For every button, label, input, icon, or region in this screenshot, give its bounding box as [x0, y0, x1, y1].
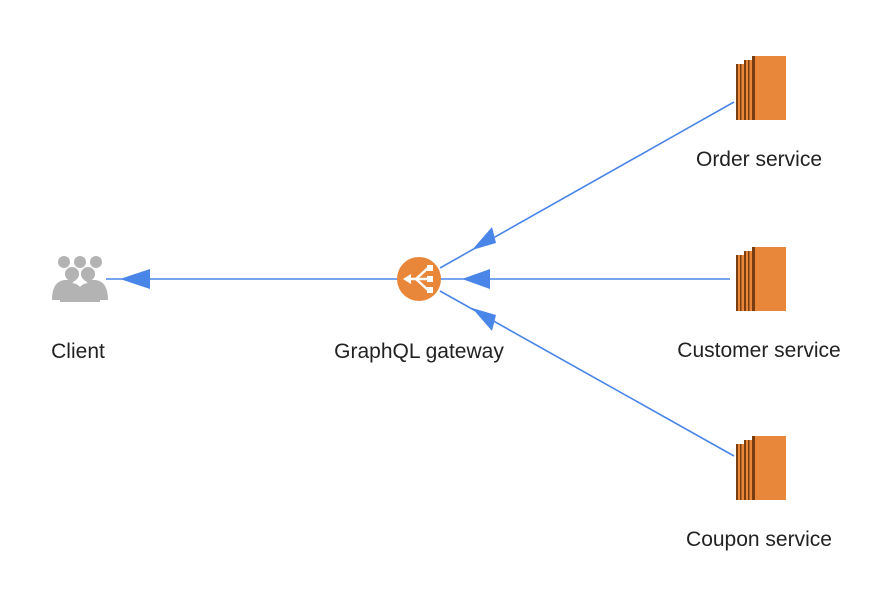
arrowhead-client: [120, 269, 150, 289]
server-instances-icon: [736, 436, 786, 500]
client-node[interactable]: Client: [51, 256, 108, 363]
arrowhead-order: [472, 227, 496, 250]
users-icon: [52, 256, 108, 302]
arrowhead-customer: [462, 269, 490, 289]
customer-service-label: Customer service: [677, 339, 840, 362]
order-service-node[interactable]: Order service: [696, 56, 822, 171]
gateway-label: GraphQL gateway: [334, 340, 504, 363]
load-balancer-icon: [397, 257, 441, 301]
customer-service-node[interactable]: Customer service: [677, 247, 841, 362]
coupon-service-label: Coupon service: [686, 528, 832, 551]
server-instances-icon: [736, 247, 786, 311]
client-label: Client: [51, 340, 105, 363]
edges: [106, 101, 735, 457]
order-service-label: Order service: [696, 148, 822, 171]
server-instances-icon: [736, 56, 786, 120]
arrowhead-coupon: [472, 308, 496, 331]
coupon-service-node[interactable]: Coupon service: [686, 436, 832, 551]
gateway-node[interactable]: GraphQL gateway: [334, 257, 504, 363]
